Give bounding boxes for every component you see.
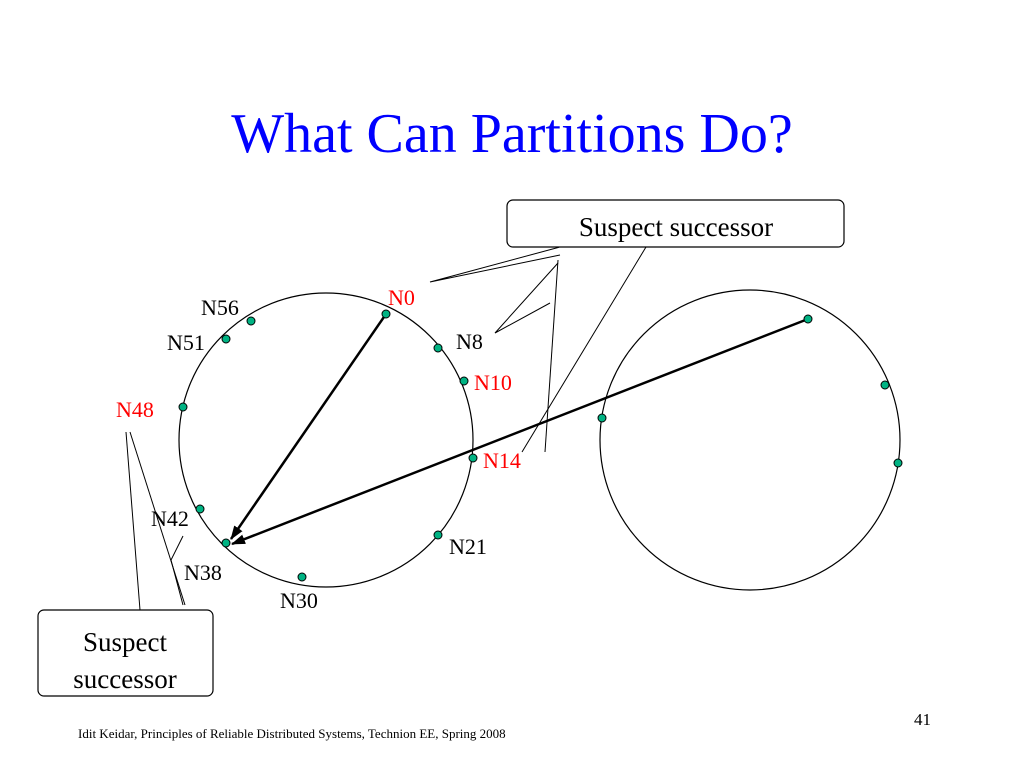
label-n42: N42 (151, 506, 189, 531)
callout-bottom-box (37, 609, 214, 697)
node-n42 (195, 504, 205, 514)
partition-ring (599, 289, 901, 591)
node-n48 (178, 402, 188, 412)
node-n51 (221, 334, 231, 344)
node-n21 (433, 530, 443, 540)
node-partition-left (597, 413, 607, 423)
label-n38: N38 (184, 560, 222, 585)
label-n48: N48 (116, 397, 154, 422)
slide-title: What Can Partitions Do? (231, 103, 793, 165)
node-partition-right-lower (893, 458, 903, 468)
label-n21: N21 (449, 534, 487, 559)
node-n30 (297, 572, 307, 582)
slide-footer: Idit Keidar, Principles of Reliable Dist… (78, 726, 506, 741)
node-n0 (381, 309, 391, 319)
node-n38 (221, 538, 231, 548)
slide-number: 41 (914, 710, 931, 729)
label-n30: N30 (280, 588, 318, 613)
callout-top-pointer-n14 (544, 259, 559, 453)
arrow-partition-to-n38 (231, 317, 809, 546)
callout-bottom-text-line2: successor (73, 664, 176, 694)
callout-bottom-pointer-n42 (170, 535, 184, 606)
callout-bottom-pointer-n48 (125, 431, 141, 611)
main-ring (178, 292, 474, 588)
node-partition-right-upper (880, 380, 890, 390)
callout-bottom-pointer-n48b (129, 431, 186, 606)
label-n56: N56 (201, 295, 239, 320)
node-n14 (468, 453, 478, 463)
node-partition-top (803, 314, 813, 324)
callout-top-pointer-n0 (429, 246, 561, 283)
label-n8: N8 (456, 329, 483, 354)
callout-top-text: Suspect successor (579, 212, 773, 242)
callout-top-pointer-n14b (521, 246, 647, 453)
callout-top-pointer-n8 (494, 262, 559, 334)
callout-top-box (506, 199, 845, 248)
label-n14: N14 (483, 448, 521, 473)
node-n56 (246, 316, 256, 326)
callout-bottom-text-line1: Suspect (83, 627, 167, 657)
arrow-n0-to-n38 (229, 313, 388, 540)
label-n0: N0 (388, 285, 415, 310)
label-n10: N10 (474, 370, 512, 395)
node-n10 (459, 376, 469, 386)
node-n8 (433, 343, 443, 353)
label-n51: N51 (167, 330, 205, 355)
